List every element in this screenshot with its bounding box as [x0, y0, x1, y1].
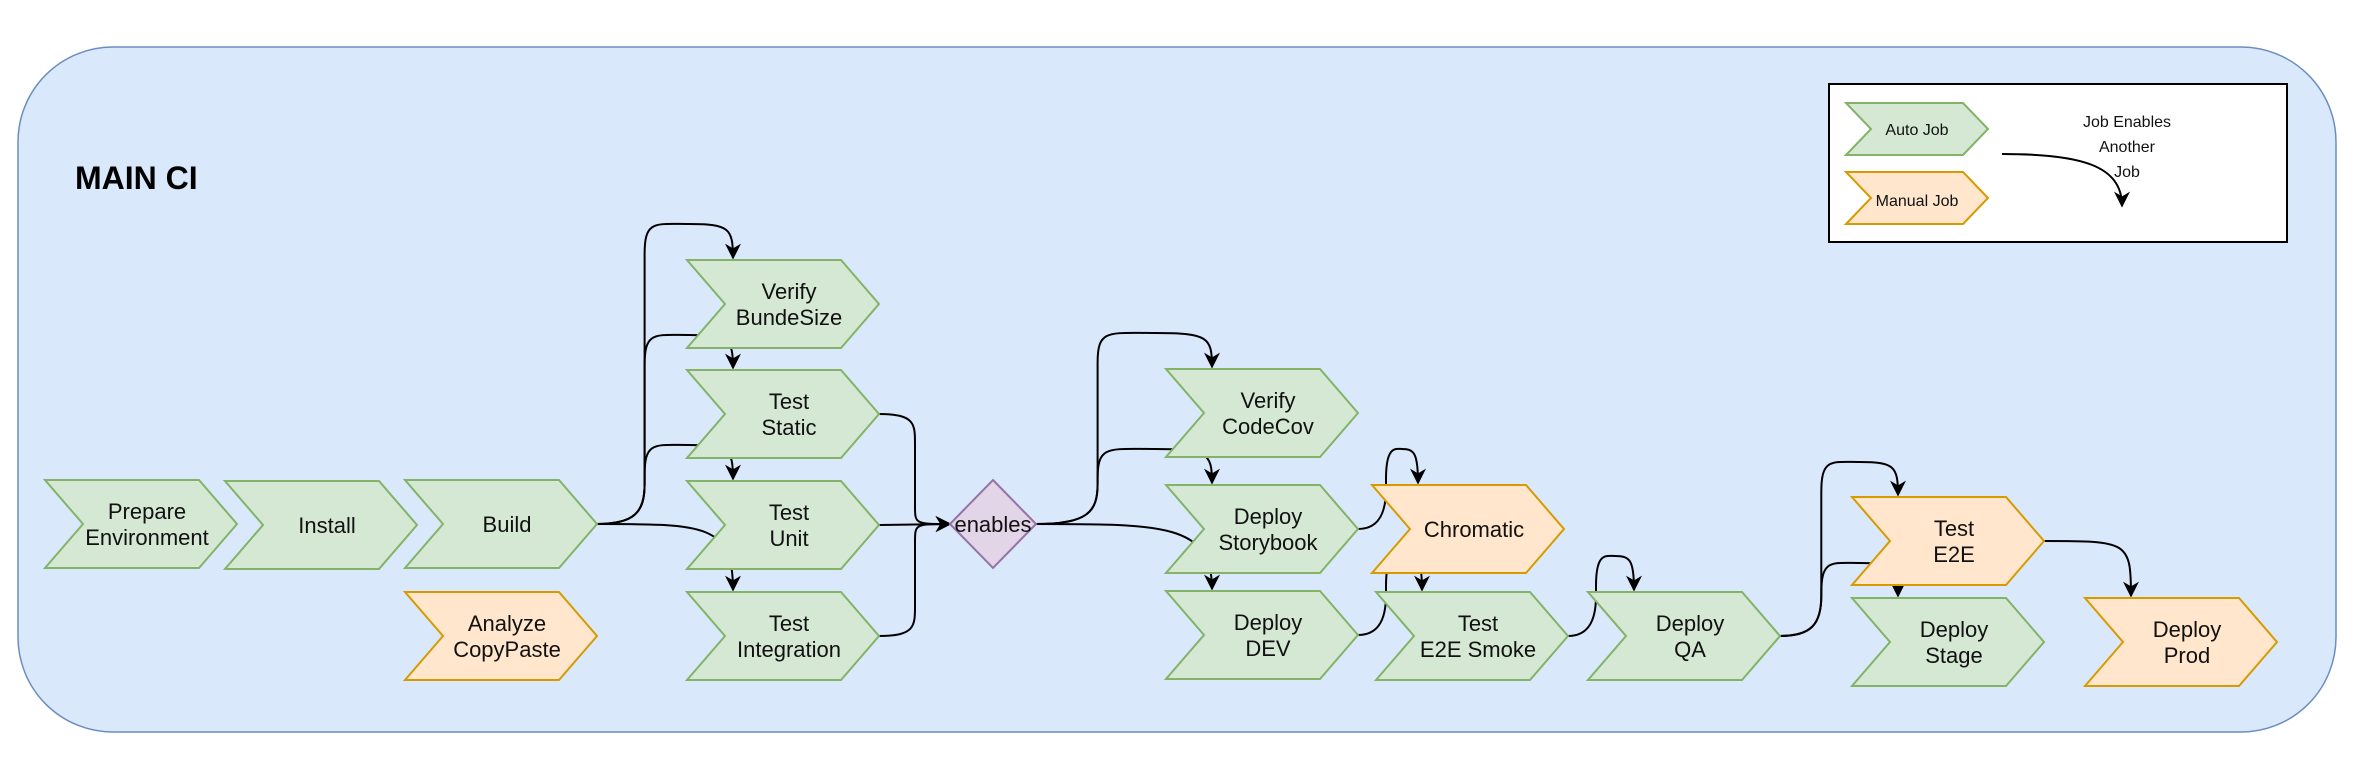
node-analyze-copypaste-shape	[402, 591, 599, 681]
node-install-label-line-1: Install	[298, 513, 355, 538]
edge-test-e2e-to-deploy-prod	[2043, 540, 2139, 598]
node-test-unit-label-line-1: Test	[769, 500, 809, 525]
node-test-integration-label-line-2: Integration	[737, 637, 841, 662]
node-install-shape	[222, 480, 419, 570]
legend: Auto Job Manual Job Job Enables Another …	[1828, 83, 2288, 243]
node-prepare-environment-shape	[42, 479, 239, 569]
edge-test-e2e-smoke-to-deploy-qa	[1567, 554, 1642, 637]
legend-edge-label-line-1: Job Enables	[2083, 114, 2171, 131]
node-analyze-copypaste-label-line-2: CopyPaste	[453, 637, 561, 662]
node-deploy-qa-label-line-1: Deploy	[1656, 611, 1724, 636]
node-deploy-dev-label-line-1: Deploy	[1234, 610, 1302, 635]
node-build-label-line-1: Build	[483, 512, 532, 537]
node-deploy-prod-label-line-2: Prod	[2164, 643, 2210, 668]
node-verify-codecov-label-line-1: Verify	[1240, 388, 1295, 413]
node-build-shape	[402, 479, 599, 569]
legend-manual-job-shape	[1843, 171, 1990, 225]
node-test-e2e-label-line-2: E2E	[1933, 542, 1975, 567]
node-verify-bundesize-shape	[684, 259, 881, 349]
node-deploy-qa-shape	[1585, 591, 1782, 681]
node-enables-shape	[948, 478, 1038, 570]
node-test-e2e-smoke-shape	[1373, 591, 1570, 681]
node-prepare-environment-label-line-2: Environment	[85, 525, 209, 550]
node-test-static-shape	[684, 369, 881, 459]
edge-deploy-storybook-to-chromatic	[1357, 447, 1426, 530]
node-test-e2e-smoke-label-line-2: E2E Smoke	[1420, 637, 1536, 662]
edge-test-static-to-enables	[878, 413, 952, 532]
node-deploy-stage-shape	[1849, 597, 2046, 687]
node-prepare-environment-label-line-1: Prepare	[108, 499, 186, 524]
node-analyze-copypaste-label-line-1: Analyze	[468, 611, 546, 636]
node-test-unit-shape	[684, 480, 881, 570]
legend-edge-label-line-3: Job	[2114, 164, 2140, 181]
node-verify-codecov-shape	[1163, 368, 1360, 458]
node-test-static-label-line-2: Static	[761, 415, 816, 440]
node-deploy-stage-label-line-1: Deploy	[1920, 617, 1988, 642]
node-test-e2e-shape	[1849, 496, 2046, 586]
node-install: Install	[222, 480, 419, 570]
main-ci-container	[17, 46, 2337, 733]
node-build: Build	[402, 479, 599, 569]
node-deploy-qa-label-line-2: QA	[1674, 637, 1706, 662]
legend-auto-job-shape	[1843, 102, 1990, 156]
node-verify-codecov-label-line-2: CodeCov	[1222, 414, 1314, 439]
node-test-integration-label-line-1: Test	[769, 611, 809, 636]
node-test-e2e-smoke-label-line-1: Test	[1458, 611, 1498, 636]
node-enables-label-line-1: enables	[954, 512, 1031, 537]
legend-edge-arrow	[2001, 153, 2130, 208]
node-deploy-prod-label-line-1: Deploy	[2153, 617, 2221, 642]
node-deploy-prod-shape	[2082, 597, 2279, 687]
node-deploy-dev-shape	[1163, 590, 1360, 680]
edges-layer	[596, 222, 2139, 637]
legend-manual-job-label: Manual Job	[1876, 193, 1959, 210]
node-test-static-label-line-1: Test	[769, 389, 809, 414]
node-deploy-stage-label-line-2: Stage	[1925, 643, 1983, 668]
node-deploy-storybook-label-line-1: Deploy	[1234, 504, 1302, 529]
legend-edge-label-line-2: Another	[2099, 139, 2156, 156]
diagram-title: MAIN CI	[75, 160, 198, 196]
node-verify-bundesize-label-line-2: BundeSize	[736, 305, 842, 330]
legend-auto-job-label: Auto Job	[1885, 122, 1948, 139]
node-test-unit-label-line-2: Unit	[769, 526, 808, 551]
node-test-e2e-label-line-1: Test	[1934, 516, 1974, 541]
node-enables: enables	[948, 478, 1038, 570]
node-test-integration-shape	[684, 591, 881, 681]
node-deploy-storybook-shape	[1163, 484, 1360, 574]
node-deploy-storybook-label-line-2: Storybook	[1218, 530, 1318, 555]
node-chromatic: Chromatic	[1369, 484, 1566, 574]
node-deploy-dev-label-line-2: DEV	[1245, 636, 1291, 661]
edge-test-integration-to-enables	[878, 516, 952, 637]
node-chromatic-label-line-1: Chromatic	[1424, 517, 1524, 542]
node-verify-bundesize-label-line-1: Verify	[761, 279, 816, 304]
node-chromatic-shape	[1369, 484, 1566, 574]
